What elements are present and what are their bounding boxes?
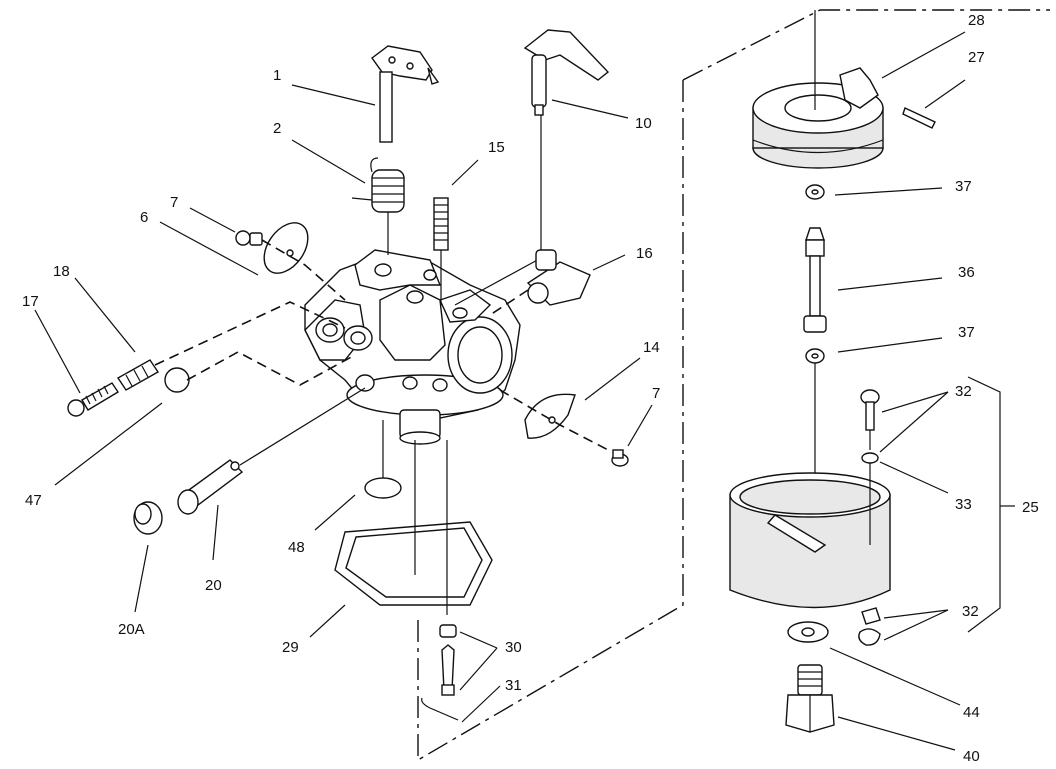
callout-18: 18 [53, 263, 70, 280]
callout-37b: 37 [958, 324, 975, 341]
choke-shaft-part [454, 29, 610, 306]
bowl-group-frame [417, 9, 1050, 762]
float-pin-part [902, 107, 936, 129]
callout-40: 40 [963, 748, 980, 765]
jet-cap-part [133, 501, 163, 535]
fuel-fitting-part [489, 249, 591, 316]
float-bowl-part [729, 472, 891, 609]
needle-screw-part [67, 382, 119, 417]
callout-10: 10 [635, 115, 652, 132]
callout-44: 44 [963, 704, 980, 721]
callout-29: 29 [282, 639, 299, 656]
drain-valve-part [858, 607, 881, 646]
retaining-clip-part [421, 697, 459, 721]
float-part [752, 67, 884, 169]
primer-washer-part [861, 452, 879, 464]
bowl-gasket-part [334, 440, 493, 615]
leader-lines [34, 31, 1015, 751]
callout-7: 7 [170, 194, 178, 211]
carburetor-body [304, 249, 521, 445]
bowl-washer-part [787, 621, 829, 643]
throttle-screw-part [611, 449, 629, 467]
idle-screw-part [433, 197, 449, 305]
needle-seat-part [439, 624, 457, 696]
callout-14: 14 [643, 339, 660, 356]
callout-37: 37 [955, 178, 972, 195]
choke-plate-part [263, 222, 309, 274]
callout-labels: 1 2 15 10 7 6 18 17 16 14 7 47 48 20 20A… [22, 12, 1039, 765]
callout-6: 6 [140, 209, 148, 226]
throttle-shaft-part [371, 45, 440, 143]
callout-47: 47 [25, 492, 42, 509]
callout-32b: 32 [962, 603, 979, 620]
plug-part [164, 367, 190, 393]
callout-31: 31 [505, 677, 522, 694]
callout-30: 30 [505, 639, 522, 656]
throttle-plate-part [524, 393, 576, 439]
bowl-nut-part [785, 664, 835, 733]
primer-pin-part [860, 389, 880, 450]
callout-2: 2 [273, 120, 281, 137]
callout-15: 15 [488, 139, 505, 156]
callout-28: 28 [968, 12, 985, 29]
callout-17: 17 [22, 293, 39, 310]
throttle-spring-part [351, 157, 405, 255]
callout-20: 20 [205, 577, 222, 594]
callout-48: 48 [288, 539, 305, 556]
callout-1: 1 [273, 67, 281, 84]
emulsion-tube-part [803, 227, 827, 333]
washer-top-part [805, 184, 825, 200]
callout-27: 27 [968, 49, 985, 66]
callout-16: 16 [636, 245, 653, 262]
choke-screw-part [235, 230, 263, 246]
callout-36: 36 [958, 264, 975, 281]
callout-7b: 7 [652, 385, 660, 402]
bowl-seal-part [364, 420, 402, 499]
callout-33: 33 [955, 496, 972, 513]
needle-spring-part [116, 359, 160, 391]
main-jet-part [177, 387, 366, 515]
callout-20A: 20A [118, 621, 145, 638]
callout-32: 32 [955, 383, 972, 400]
callout-25: 25 [1022, 499, 1039, 516]
washer-bottom-part [805, 348, 825, 364]
